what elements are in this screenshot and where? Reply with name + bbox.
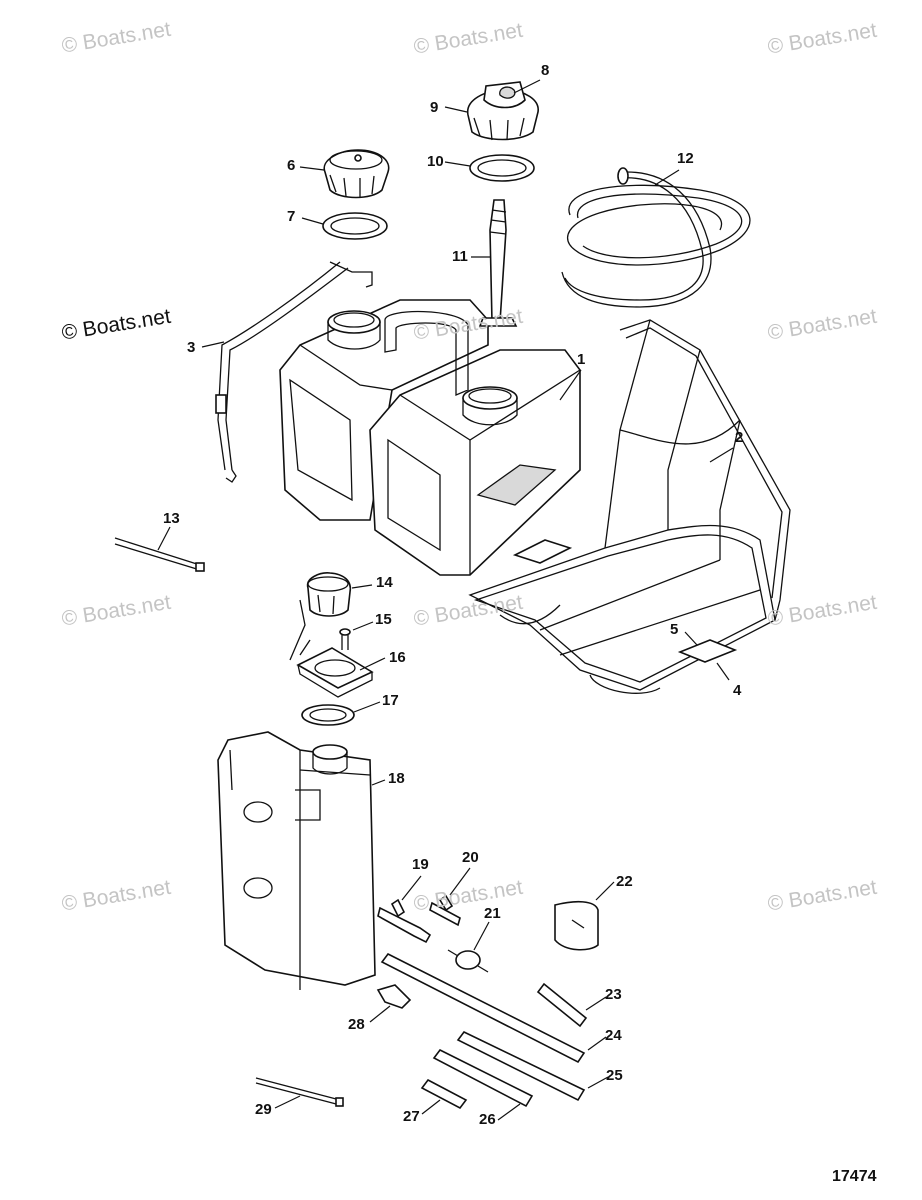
callout-23: 23 bbox=[605, 986, 622, 1003]
callout-3: 3 bbox=[187, 339, 196, 356]
leader-lines bbox=[157, 79, 734, 1121]
callout-10: 10 bbox=[427, 153, 444, 170]
screw-icon bbox=[339, 628, 351, 650]
callout-15: 15 bbox=[375, 611, 392, 628]
callout-6: 6 bbox=[287, 157, 296, 174]
callout-4: 4 bbox=[733, 682, 742, 699]
callout-19: 19 bbox=[412, 856, 429, 873]
hose-icon bbox=[456, 1030, 586, 1102]
callout-8: 8 bbox=[541, 62, 550, 79]
hose-coil-icon bbox=[561, 167, 751, 308]
vent-icon bbox=[483, 81, 526, 109]
callout-26: 26 bbox=[479, 1111, 496, 1128]
filler-cap-icon bbox=[323, 149, 390, 199]
cable-tie-icon bbox=[114, 537, 205, 572]
callout-21: 21 bbox=[484, 905, 501, 922]
hose-icon bbox=[380, 952, 586, 1064]
cap-gasket-icon bbox=[469, 154, 535, 182]
cable-tie-icon bbox=[255, 1077, 344, 1107]
callout-25: 25 bbox=[606, 1067, 623, 1084]
clip-icon bbox=[554, 900, 599, 951]
callout-18: 18 bbox=[388, 770, 405, 787]
callout-17: 17 bbox=[382, 692, 399, 709]
callout-9: 9 bbox=[430, 99, 439, 116]
callout-14: 14 bbox=[376, 574, 393, 591]
callout-1: 1 bbox=[577, 351, 586, 368]
tee-fitting-icon bbox=[429, 894, 461, 927]
callout-5: 5 bbox=[670, 621, 679, 638]
pickup-tube-icon bbox=[478, 199, 518, 327]
callout-7: 7 bbox=[287, 208, 296, 225]
hose-icon bbox=[432, 1048, 534, 1108]
seal-ring-icon bbox=[301, 704, 355, 726]
cap-gasket-icon bbox=[322, 212, 388, 240]
callout-11: 11 bbox=[452, 248, 468, 265]
callout-2: 2 bbox=[735, 429, 744, 446]
callout-13: 13 bbox=[163, 510, 180, 527]
oil-tank-icon bbox=[217, 731, 376, 990]
tee-fitting-icon bbox=[377, 898, 432, 944]
callout-20: 20 bbox=[462, 849, 479, 866]
callout-24: 24 bbox=[605, 1027, 622, 1044]
oil-cap-icon bbox=[289, 572, 352, 661]
check-valve-icon bbox=[447, 949, 489, 973]
tank-bracket-icon bbox=[468, 319, 791, 694]
hold-down-strap-icon bbox=[215, 261, 373, 483]
callout-12: 12 bbox=[677, 150, 694, 167]
callout-28: 28 bbox=[348, 1016, 365, 1033]
callout-27: 27 bbox=[403, 1108, 420, 1125]
callout-16: 16 bbox=[389, 649, 406, 666]
fuel-tank-dual-icon bbox=[279, 299, 581, 576]
figure-number: 17474 bbox=[832, 1168, 877, 1185]
callout-29: 29 bbox=[255, 1101, 272, 1118]
hose-icon bbox=[420, 1078, 468, 1110]
retainer-clip-icon bbox=[376, 984, 412, 1009]
callout-22: 22 bbox=[616, 873, 633, 890]
hose-icon bbox=[536, 982, 588, 1028]
filler-neck-flange-icon bbox=[296, 647, 374, 698]
